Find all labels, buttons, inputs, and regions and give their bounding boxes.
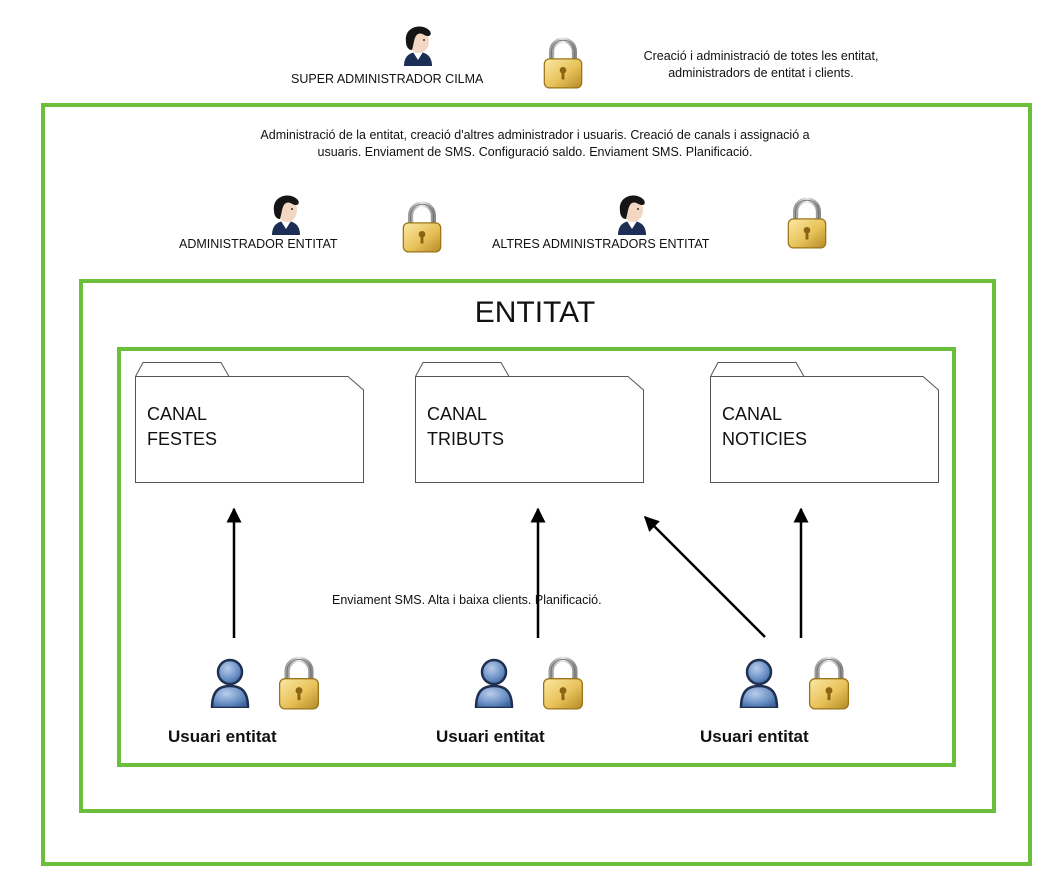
entitat-box <box>79 279 996 813</box>
other-admins-label: ALTRES ADMINISTRADORS ENTITAT <box>492 237 710 251</box>
admin-entitat-label: ADMINISTRADOR ENTITAT <box>179 237 338 251</box>
super-admin-description-line-1: Creació i administració de totes les ent… <box>643 49 879 63</box>
canal-tributs-label: CANAL TRIBUTS <box>427 404 505 449</box>
folder-canal-festes[interactable] <box>135 362 364 484</box>
user3-icon <box>737 656 781 708</box>
entitat-title: ENTITAT <box>474 296 596 329</box>
folder-canal-noticies[interactable] <box>710 362 939 484</box>
user2-icon <box>472 656 516 708</box>
entity-admin-description-line-1: Administració de la entitat, creació d'a… <box>260 128 810 142</box>
folder-canal-tributs[interactable] <box>415 362 644 484</box>
user-actions-text: Enviament SMS. Alta i baixa clients. Pla… <box>332 593 602 607</box>
super-admin-description: Creació i administració de totes les ent… <box>598 48 924 82</box>
channels-box <box>117 347 956 767</box>
user1-icon <box>208 656 252 708</box>
entity-admin-box <box>41 103 1032 866</box>
user2-padlock-icon <box>541 655 585 711</box>
user1-label: Usuari entitat <box>168 727 277 746</box>
user2-label: Usuari entitat <box>436 727 545 746</box>
super-admin-label: SUPER ADMINISTRADOR CILMA <box>291 72 484 86</box>
entity-admin-description: Administració de la entitat, creació d'a… <box>140 127 930 161</box>
arrow-user3-to-tributs <box>643 515 766 638</box>
canal-festes-label: CANAL FESTES <box>147 404 218 449</box>
user1-padlock-icon <box>277 655 321 711</box>
user3-label: Usuari entitat <box>700 727 809 746</box>
super-admin-description-line-2: administradors de entitat i clients. <box>668 66 854 80</box>
entity-admin-description-line-2: usuaris. Enviament de SMS. Configuració … <box>317 145 753 159</box>
canal-noticies-label: CANAL NOTICIES <box>722 404 808 449</box>
user3-padlock-icon <box>807 655 851 711</box>
